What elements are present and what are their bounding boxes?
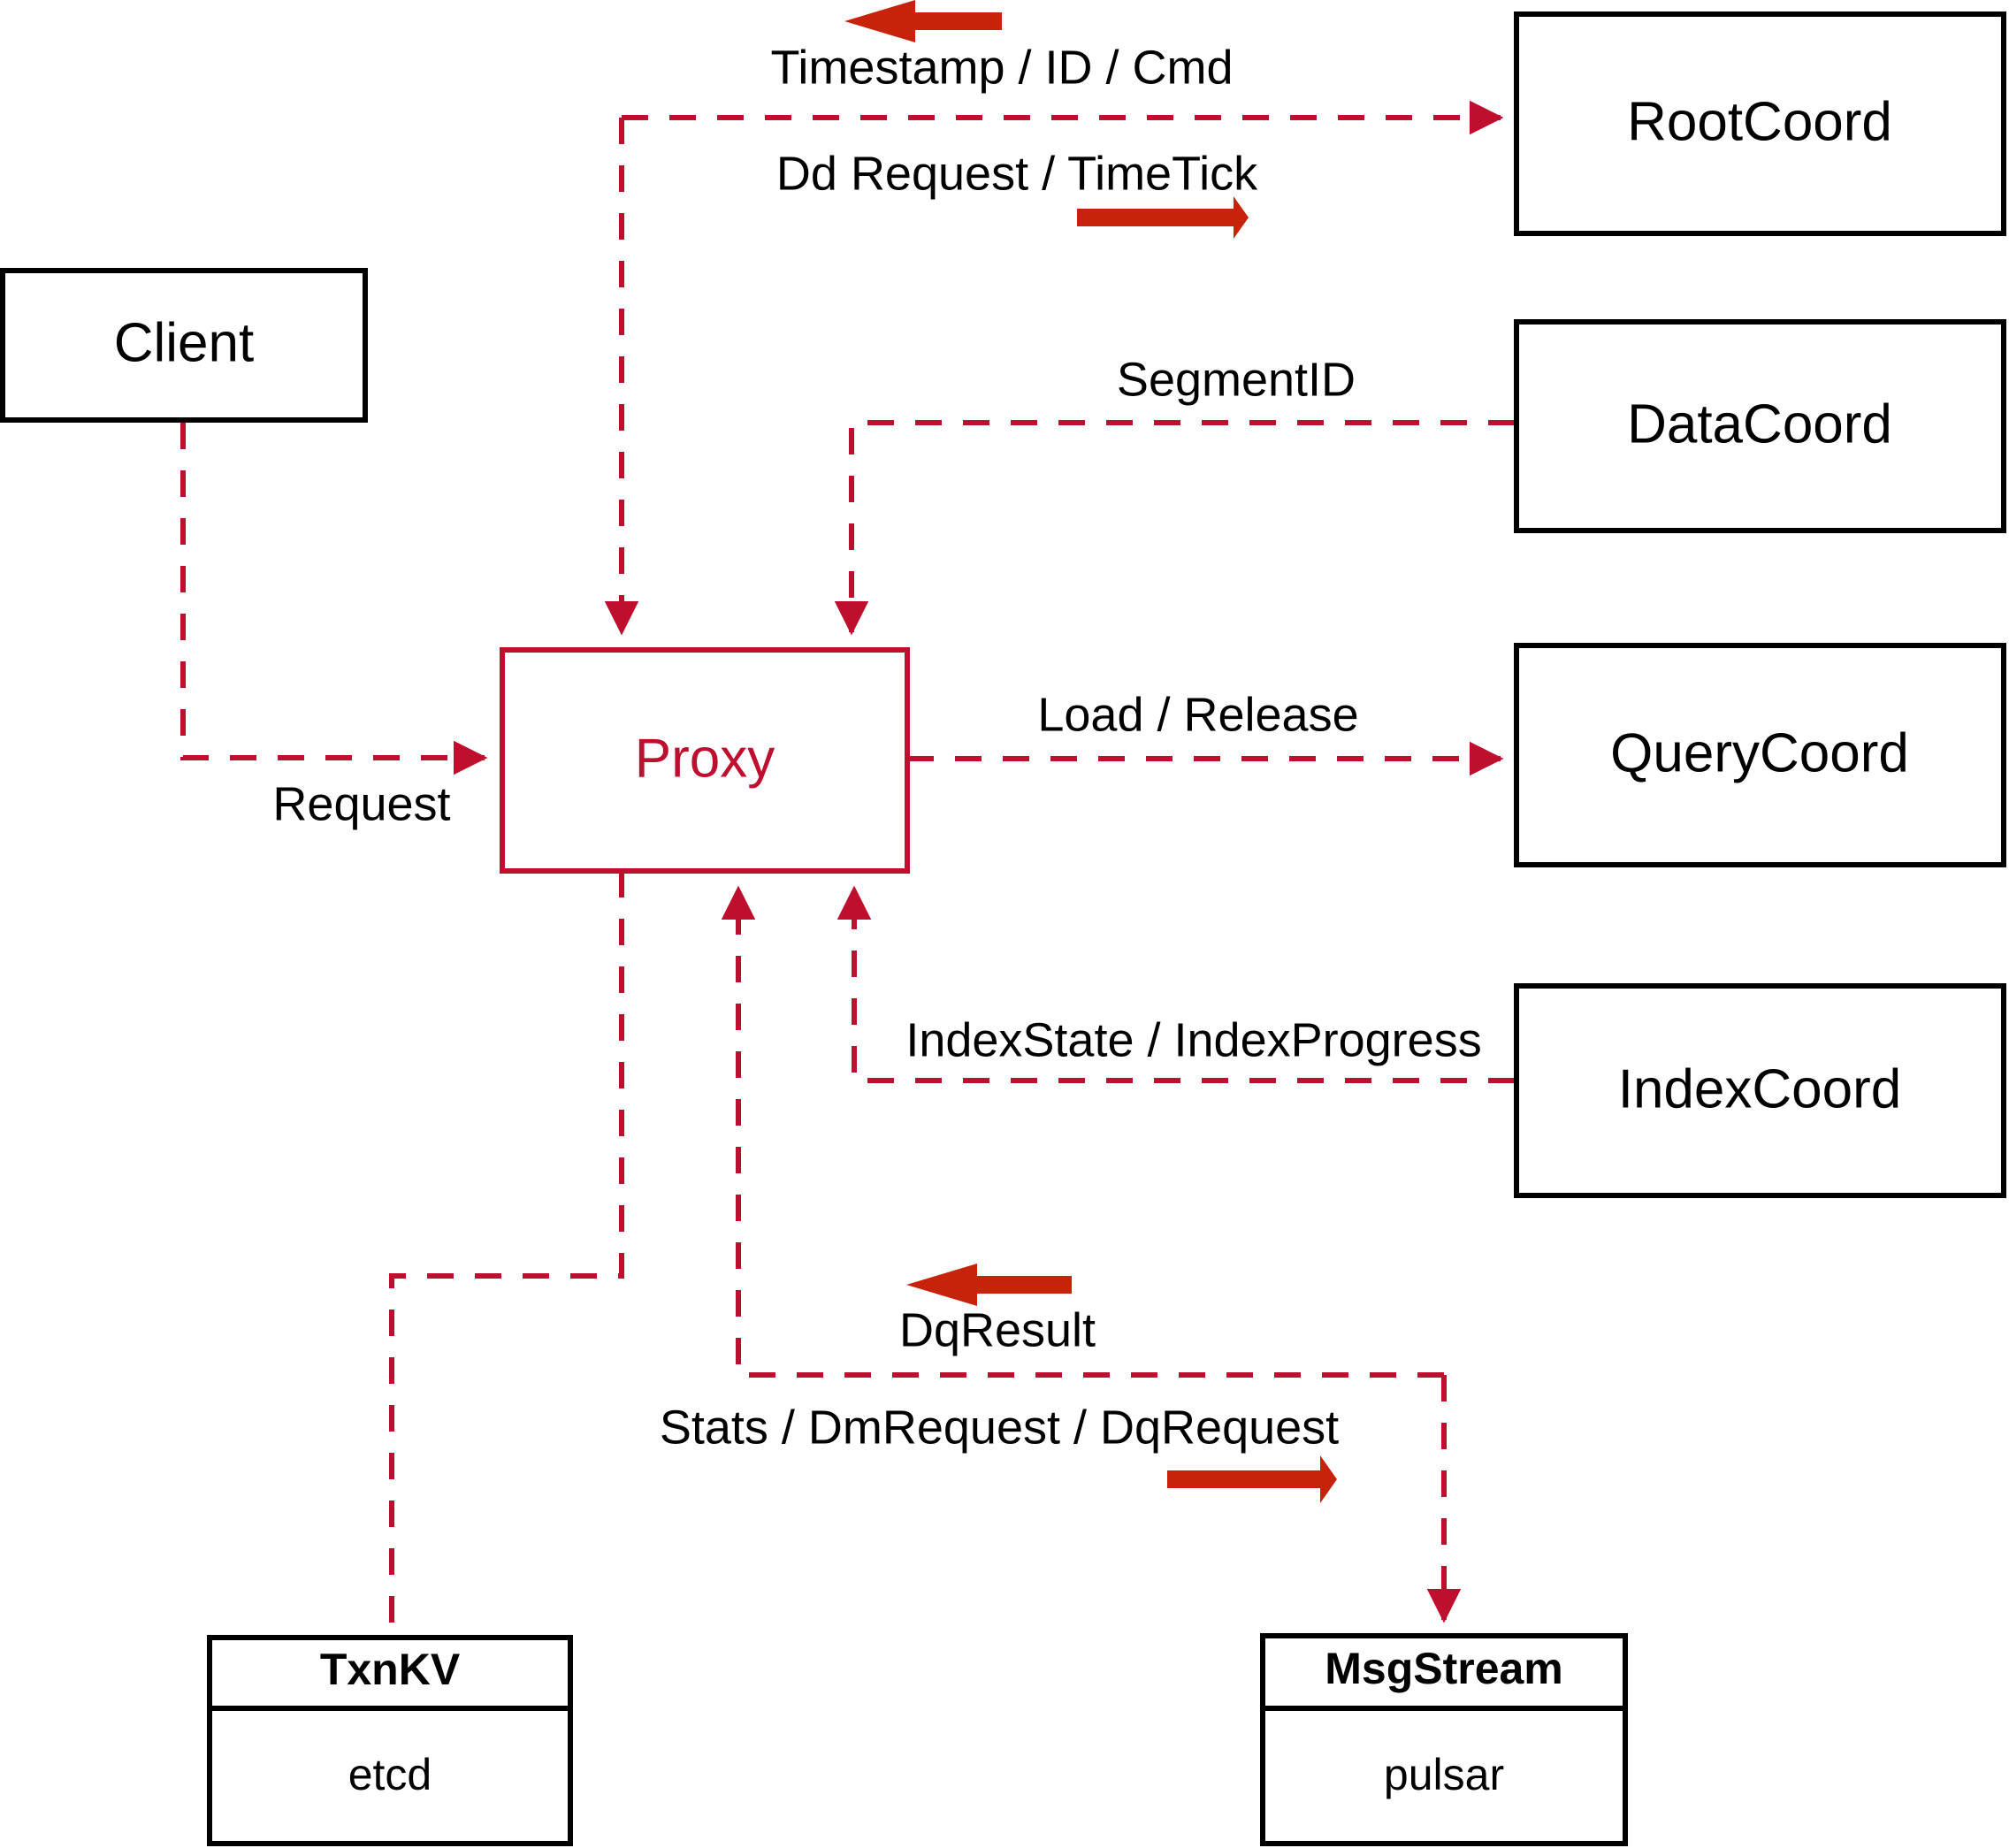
node-proxy[interactable]: Proxy xyxy=(500,647,910,874)
node-root-coord-label: RootCoord xyxy=(1627,91,1892,152)
direction-arrow-right-bottom xyxy=(1167,1455,1337,1503)
node-index-coord[interactable]: IndexCoord xyxy=(1514,983,2006,1198)
edge-client-to-proxy xyxy=(180,423,488,775)
node-root-coord[interactable]: RootCoord xyxy=(1514,11,2006,236)
edge-label-segmentid: SegmentID xyxy=(1117,353,1356,406)
node-proxy-label: Proxy xyxy=(635,728,775,789)
edge-msgstream-to-proxy xyxy=(721,885,1444,1378)
node-msgstream-header: MsgStream xyxy=(1325,1644,1563,1693)
node-client-label: Client xyxy=(114,312,255,373)
edge-datacoord-to-proxy xyxy=(834,420,1515,636)
edge-label-timestamp-id-cmd: Timestamp / ID / Cmd xyxy=(770,41,1233,94)
node-txnkv[interactable]: TxnKV etcd xyxy=(207,1635,573,1846)
edge-label-dqresult: DqResult xyxy=(899,1303,1096,1356)
edge-label-indexstate-indexprogress: IndexState / IndexProgress xyxy=(905,1013,1481,1066)
direction-arrow-left-top xyxy=(844,0,1002,42)
node-msgstream[interactable]: MsgStream pulsar xyxy=(1260,1633,1628,1846)
direction-arrow-right-top xyxy=(1077,196,1249,239)
edge-label-dd-request-timetick: Dd Request / TimeTick xyxy=(776,147,1258,200)
node-txnkv-body: etcd xyxy=(348,1750,432,1799)
node-query-coord-label: QueryCoord xyxy=(1610,722,1909,783)
direction-arrow-left-bottom xyxy=(906,1264,1072,1306)
node-data-coord[interactable]: DataCoord xyxy=(1514,319,2006,533)
edge-proxy-to-txnkv xyxy=(389,871,624,1638)
node-client[interactable]: Client xyxy=(0,268,368,423)
edge-label-stats-dmrequest-dqrequest: Stats / DmRequest / DqRequest xyxy=(660,1401,1339,1454)
node-txnkv-header: TxnKV xyxy=(320,1645,461,1694)
edge-indexcoord-to-proxy xyxy=(836,885,1515,1083)
node-query-coord[interactable]: QueryCoord xyxy=(1514,643,2006,867)
edge-label-load-release: Load / Release xyxy=(1037,688,1358,741)
node-index-coord-label: IndexCoord xyxy=(1618,1058,1902,1119)
node-data-coord-label: DataCoord xyxy=(1627,393,1892,454)
edge-label-request: Request xyxy=(272,777,450,830)
node-msgstream-body: pulsar xyxy=(1384,1750,1504,1799)
